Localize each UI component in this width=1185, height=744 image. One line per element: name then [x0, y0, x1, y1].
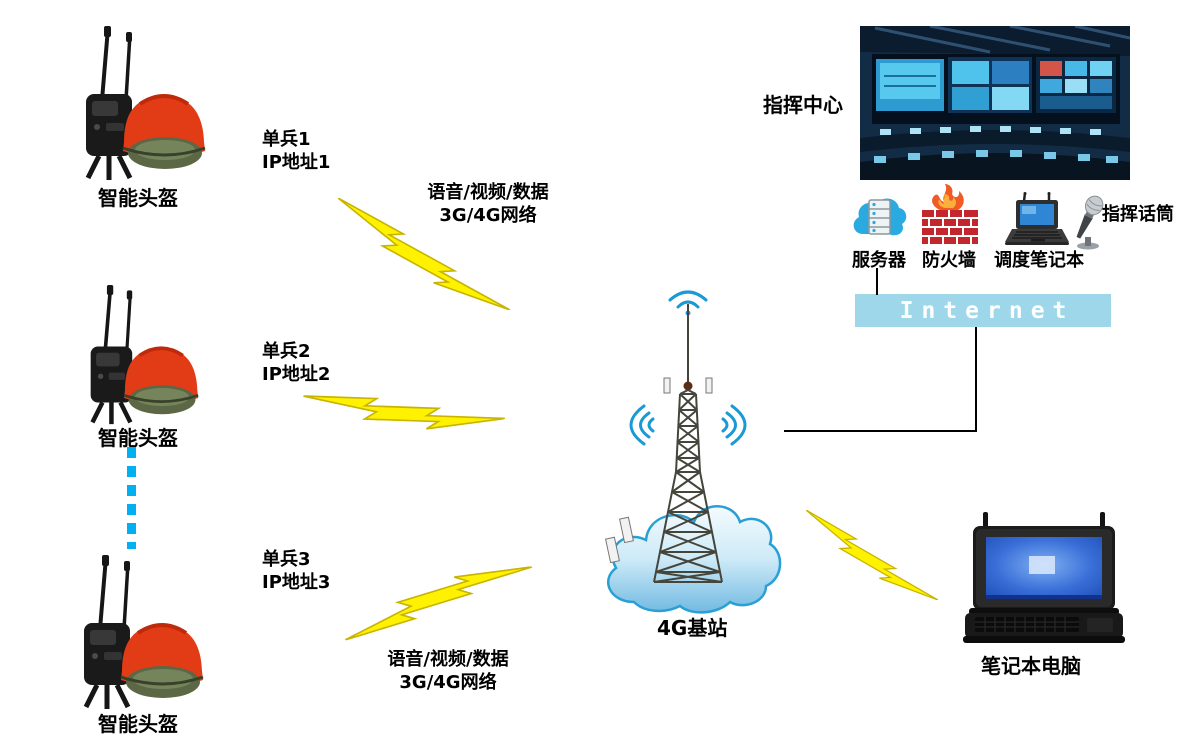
link-text-top: 语音/视频/数据 3G/4G网络: [392, 181, 584, 227]
lightning-bolt-4: [806, 510, 938, 600]
link-text-top-line2: 3G/4G网络: [439, 205, 537, 227]
command-center-photo: [860, 26, 1130, 180]
dispatch-laptop-label: 调度笔记本: [994, 250, 1084, 271]
rugged-laptop-illustration: [963, 512, 1125, 643]
base-station-illustration: [604, 290, 782, 614]
link-text-bottom-line1: 语音/视频/数据: [387, 649, 509, 670]
connector-to-base-station: [784, 430, 977, 432]
lightning-bolt-2: [303, 395, 506, 430]
link-text-bottom: 语音/视频/数据 3G/4G网络: [352, 648, 544, 694]
antenna-panels: [604, 377, 713, 564]
server-icon: [853, 198, 907, 236]
lattice-tower: [604, 304, 723, 583]
dispatch-laptop-icon: [1005, 192, 1069, 245]
soldier-3-ip: IP地址3: [262, 572, 331, 594]
field-laptop-label: 笔记本电脑: [981, 654, 1081, 678]
smart-helmet-illustration-3: [70, 553, 205, 713]
connector-server-to-internet: [876, 268, 878, 295]
base-station-label: 4G基站: [657, 616, 728, 640]
link-text-top-line1: 语音/视频/数据: [427, 182, 549, 203]
lightning-bolt-1: [338, 198, 510, 310]
soldier-1-ip: IP地址1: [262, 152, 331, 174]
connector-internet-down: [975, 327, 977, 432]
firewall-icon: [922, 184, 978, 244]
internet-bar: Internet: [855, 294, 1111, 327]
soldier-1-name: 单兵1: [262, 129, 311, 150]
soldier-2-name: 单兵2: [262, 341, 311, 362]
helmet-3-label: 智能头盔: [98, 712, 178, 736]
soldier-1-label: 单兵1 IP地址1: [262, 128, 330, 174]
smart-helmet-illustration-1: [72, 24, 207, 184]
helmet-2-label: 智能头盔: [98, 426, 178, 450]
server-label: 服务器: [852, 250, 906, 271]
microphone-icon: [1076, 195, 1104, 250]
wifi-icon-right: [721, 404, 747, 446]
command-center-label: 指挥中心: [763, 93, 843, 117]
brick-wall: [922, 210, 978, 244]
soldier-3-label: 单兵3 IP地址3: [262, 548, 330, 594]
command-mic-label: 指挥话筒: [1102, 204, 1174, 225]
soldier-2-ip: IP地址2: [262, 364, 331, 386]
helmet-1-label: 智能头盔: [98, 186, 178, 210]
lightning-bolt-3: [345, 566, 533, 641]
smart-helmet-illustration-2: [78, 283, 200, 428]
soldier-2-label: 单兵2 IP地址2: [262, 340, 330, 386]
link-text-bottom-line2: 3G/4G网络: [399, 672, 497, 694]
internet-label: Internet: [899, 297, 1075, 324]
dotted-continuation-line: [127, 447, 136, 549]
soldier-3-name: 单兵3: [262, 549, 311, 570]
firewall-label: 防火墙: [922, 250, 976, 271]
wifi-icon-left: [629, 404, 655, 446]
